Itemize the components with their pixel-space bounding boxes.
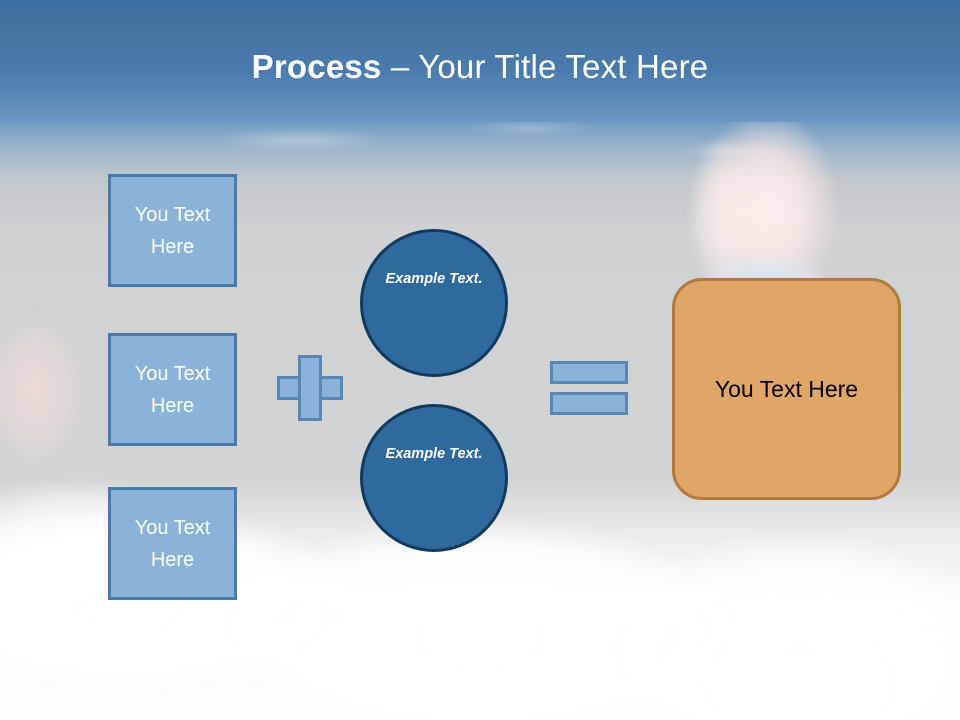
equals-operator-icon	[550, 361, 628, 415]
page-title-rest: Your Title Text Here	[418, 48, 709, 85]
result-box[interactable]: You Text Here	[672, 278, 901, 500]
input-box-1[interactable]: You Text Here	[108, 174, 237, 287]
title-band	[0, 0, 960, 122]
example-circle-1[interactable]: Example Text.	[360, 229, 508, 377]
plus-vertical-bar	[298, 355, 322, 421]
result-box-label: You Text Here	[714, 375, 859, 402]
plus-cap-bottom	[298, 418, 322, 421]
input-box-2-label: You Text Here	[134, 362, 211, 417]
input-box-1-label: You Text Here	[134, 203, 211, 258]
equals-bar-top	[550, 361, 628, 384]
plus-cap-top	[298, 355, 322, 358]
plus-cap-right	[340, 376, 343, 400]
plus-cap-left	[277, 376, 280, 400]
equals-bar-bottom	[550, 392, 628, 415]
input-box-3-label: You Text Here	[134, 516, 211, 571]
background-blurred-figure-left	[0, 300, 100, 480]
input-box-2[interactable]: You Text Here	[108, 333, 237, 446]
page-title-separator: –	[381, 48, 419, 85]
plus-operator-icon	[277, 355, 343, 421]
example-circle-2[interactable]: Example Text.	[360, 404, 508, 552]
page-title-strong: Process	[251, 48, 382, 85]
input-box-3[interactable]: You Text Here	[108, 487, 237, 600]
page-title: Process – Your Title Text Here	[0, 48, 960, 86]
example-circle-2-label: Example Text.	[385, 446, 483, 462]
example-circle-1-label: Example Text.	[385, 271, 483, 287]
